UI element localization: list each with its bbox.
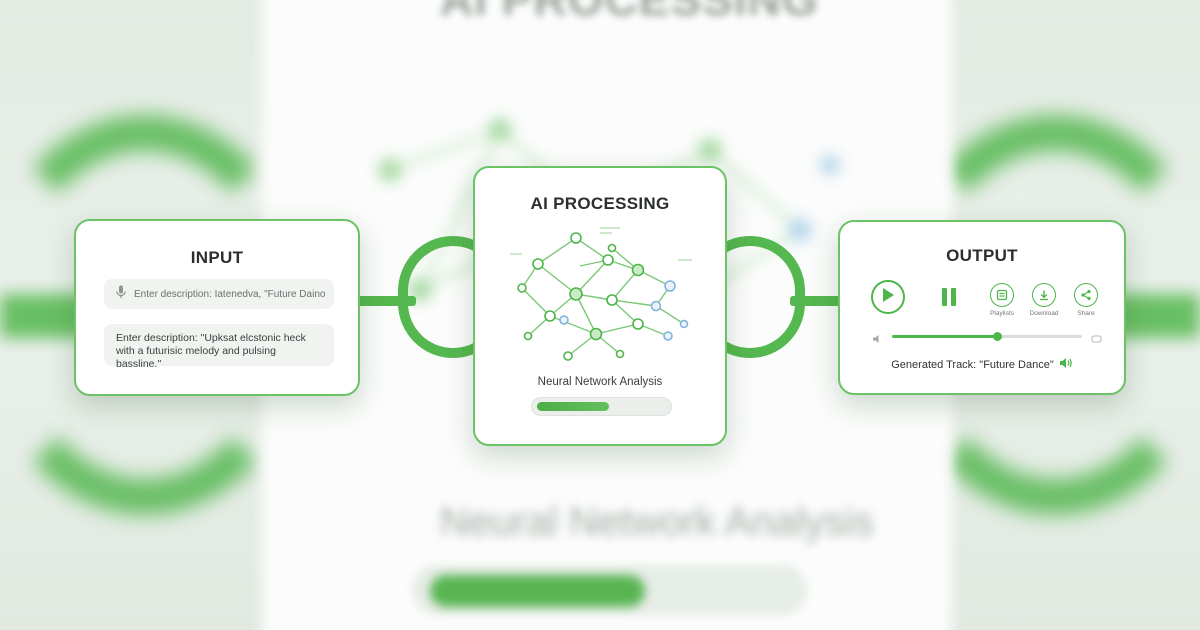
pause-icon <box>942 288 947 306</box>
connector-loop-left <box>398 236 508 358</box>
share-icon <box>1074 283 1098 307</box>
processing-card: AI PROCESSING <box>473 166 727 446</box>
pause-button[interactable] <box>942 288 958 306</box>
processing-progress-fill <box>537 402 609 411</box>
connector-input-left <box>356 296 416 306</box>
pause-icon-bar <box>951 288 956 306</box>
seek-fill <box>892 335 997 338</box>
search-input-text: Enter description: Iatenedva, "Future Da… <box>134 288 326 300</box>
repeat-icon[interactable] <box>1091 331 1102 349</box>
processing-caption: Neural Network Analysis <box>537 376 663 388</box>
download-label: Download <box>1029 310 1059 317</box>
description-field[interactable]: Enter description: "Upksat elcstonic hec… <box>104 324 334 370</box>
output-title: OUTPUT <box>946 246 1018 265</box>
playlists-button[interactable]: Playlists <box>982 283 1022 317</box>
volume-low-icon <box>872 331 882 349</box>
download-button[interactable]: Download <box>1024 283 1064 317</box>
background-title: AI PROCESSING <box>440 0 819 26</box>
background-progress-fill <box>430 575 645 607</box>
search-input[interactable]: Enter description: Iatenedva, "Future Da… <box>104 279 334 309</box>
processing-progress-bar <box>531 397 672 416</box>
download-icon <box>1032 283 1056 307</box>
play-icon <box>881 287 895 308</box>
share-label: Share <box>1077 310 1095 317</box>
generated-track-label: Generated Track: "Future Dance" <box>891 358 1054 371</box>
input-title: INPUT <box>190 248 244 267</box>
input-card: INPUT Enter description: Iatenedva, "Fut… <box>74 219 360 396</box>
playlists-label: Playlists <box>990 310 1014 317</box>
connector-output-right <box>790 296 842 306</box>
seek-thumb[interactable] <box>993 331 1002 341</box>
speaker-icon[interactable] <box>1059 357 1073 372</box>
generated-track: Generated Track: "Future Dance" <box>840 357 1124 372</box>
background-subtitle: Neural Network Analysis <box>440 500 874 544</box>
neural-network-diagram <box>510 227 692 361</box>
playlist-icon <box>990 283 1014 307</box>
microphone-icon[interactable] <box>116 285 126 304</box>
seek-bar[interactable] <box>872 331 1102 343</box>
share-button[interactable]: Share <box>1066 283 1106 317</box>
output-card: OUTPUT Playlists Download Share <box>838 220 1126 395</box>
processing-title: AI PROCESSING <box>530 194 670 213</box>
play-button[interactable] <box>871 280 905 314</box>
